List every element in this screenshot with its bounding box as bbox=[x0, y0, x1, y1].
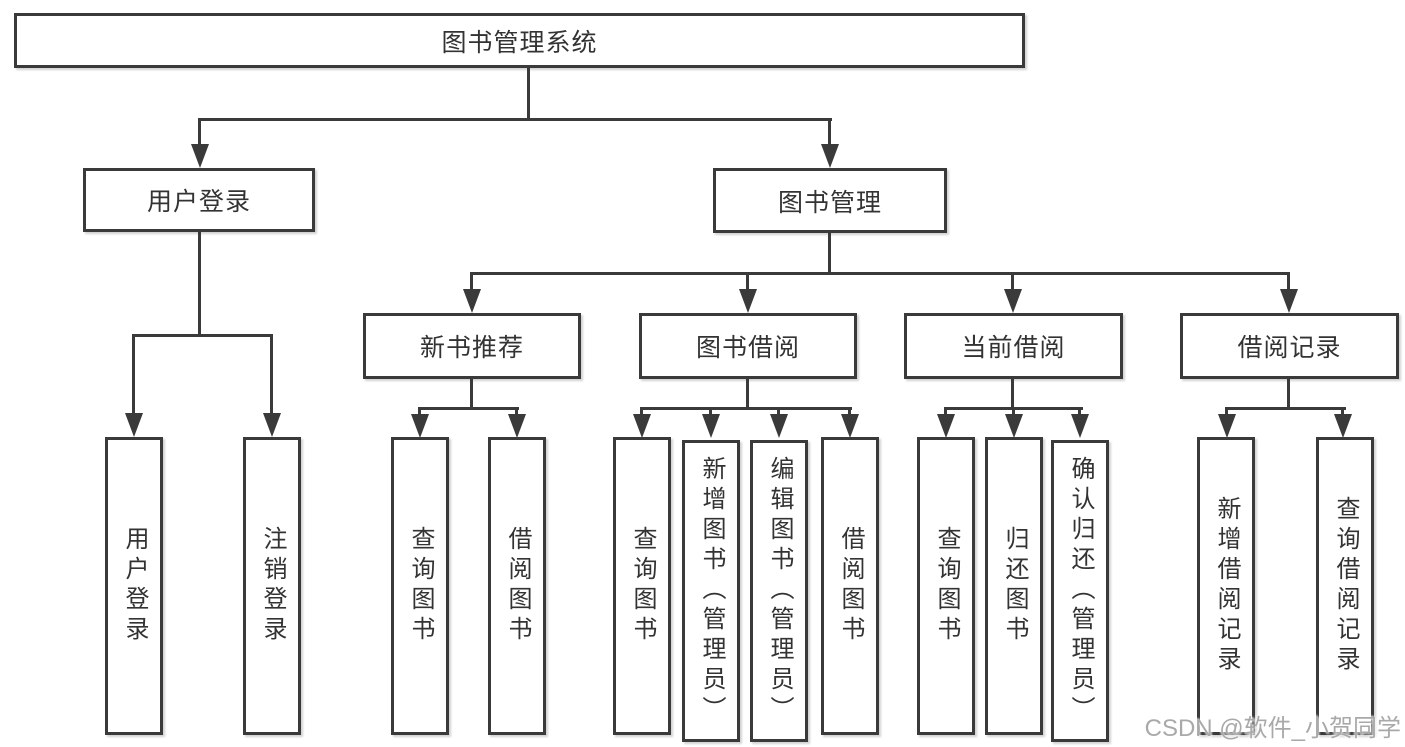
connector-line bbox=[198, 118, 832, 121]
connector-line bbox=[132, 334, 273, 337]
arrowhead-icon bbox=[1334, 414, 1352, 438]
leaf-label: 查询图书 bbox=[407, 526, 434, 646]
node-leaf-borrow-books-2: 借阅图书 bbox=[821, 437, 879, 735]
connector-line bbox=[418, 407, 519, 410]
leaf-label: 查询图书 bbox=[629, 526, 656, 646]
connector-line bbox=[1011, 275, 1014, 291]
connector-line bbox=[270, 337, 273, 415]
node-book-borrowing: 图书借阅 bbox=[639, 313, 857, 379]
arrowhead-icon bbox=[1071, 414, 1089, 438]
leaf-label: 编辑图书（管理员） bbox=[766, 456, 793, 726]
node-user-login: 用户登录 bbox=[83, 168, 315, 232]
arrowhead-icon bbox=[937, 414, 955, 438]
leaf-label: 注销登录 bbox=[259, 526, 286, 646]
node-leaf-confirm-return-admin: 确认归还（管理员） bbox=[1051, 440, 1109, 742]
node-book-management: 图书管理 bbox=[713, 168, 947, 233]
arrowhead-icon bbox=[263, 413, 281, 437]
connector-line bbox=[470, 379, 473, 410]
connector-line bbox=[132, 337, 135, 415]
connector-line bbox=[1011, 379, 1014, 410]
arrowhead-icon bbox=[633, 414, 651, 438]
node-current-borrowing: 当前借阅 bbox=[904, 313, 1123, 379]
connector-line bbox=[470, 272, 1290, 275]
connector-line bbox=[944, 407, 1083, 410]
connector-line bbox=[640, 407, 852, 410]
node-root: 图书管理系统 bbox=[14, 13, 1025, 68]
arrowhead-icon bbox=[702, 414, 720, 438]
connector-line bbox=[1225, 407, 1346, 410]
node-leaf-user-login: 用户登录 bbox=[105, 437, 163, 735]
watermark: CSDN @软件_小贺同学 bbox=[1144, 715, 1401, 742]
connector-line bbox=[1287, 275, 1290, 291]
node-leaf-query-books-1: 查询图书 bbox=[391, 437, 449, 735]
node-leaf-add-books-admin: 新增图书（管理员） bbox=[682, 440, 740, 742]
arrowhead-icon bbox=[125, 413, 143, 437]
arrowhead-icon bbox=[1004, 289, 1022, 313]
leaf-label: 新增借阅记录 bbox=[1213, 496, 1240, 676]
arrowhead-icon bbox=[1005, 414, 1023, 438]
connector-line bbox=[746, 275, 749, 291]
node-leaf-add-borrow-record: 新增借阅记录 bbox=[1197, 437, 1255, 735]
arrowhead-icon bbox=[1280, 289, 1298, 313]
connector-line bbox=[828, 233, 831, 275]
node-leaf-return-books: 归还图书 bbox=[985, 437, 1043, 735]
connector-line bbox=[527, 68, 530, 121]
leaf-label: 借阅图书 bbox=[837, 526, 864, 646]
connector-line bbox=[1287, 379, 1290, 410]
leaf-label: 查询借阅记录 bbox=[1332, 496, 1359, 676]
leaf-label: 查询图书 bbox=[933, 526, 960, 646]
node-borrowing-records: 借阅记录 bbox=[1180, 313, 1399, 379]
arrowhead-icon bbox=[739, 289, 757, 313]
connector-line bbox=[198, 121, 201, 147]
arrowhead-icon bbox=[191, 144, 209, 168]
arrowhead-icon bbox=[821, 144, 839, 168]
node-leaf-edit-books-admin: 编辑图书（管理员） bbox=[750, 440, 808, 742]
leaf-label: 用户登录 bbox=[121, 526, 148, 646]
node-new-book-recommend: 新书推荐 bbox=[363, 313, 581, 379]
leaf-label: 新增图书（管理员） bbox=[698, 456, 725, 726]
node-leaf-logout: 注销登录 bbox=[243, 437, 301, 735]
connector-line bbox=[470, 275, 473, 291]
connector-line bbox=[198, 232, 201, 336]
leaf-label: 归还图书 bbox=[1001, 526, 1028, 646]
arrowhead-icon bbox=[411, 414, 429, 438]
arrowhead-icon bbox=[841, 414, 859, 438]
node-leaf-query-books-3: 查询图书 bbox=[917, 437, 975, 735]
leaf-label: 借阅图书 bbox=[504, 526, 531, 646]
leaf-label: 确认归还（管理员） bbox=[1067, 456, 1094, 726]
node-leaf-query-books-2: 查询图书 bbox=[613, 437, 671, 735]
arrowhead-icon bbox=[770, 414, 788, 438]
arrowhead-icon bbox=[463, 289, 481, 313]
node-leaf-query-borrow-record: 查询借阅记录 bbox=[1316, 437, 1374, 735]
connector-line bbox=[828, 121, 831, 147]
connector-line bbox=[746, 379, 749, 410]
arrowhead-icon bbox=[1218, 414, 1236, 438]
node-leaf-borrow-books-1: 借阅图书 bbox=[488, 437, 546, 735]
arrowhead-icon bbox=[508, 414, 526, 438]
